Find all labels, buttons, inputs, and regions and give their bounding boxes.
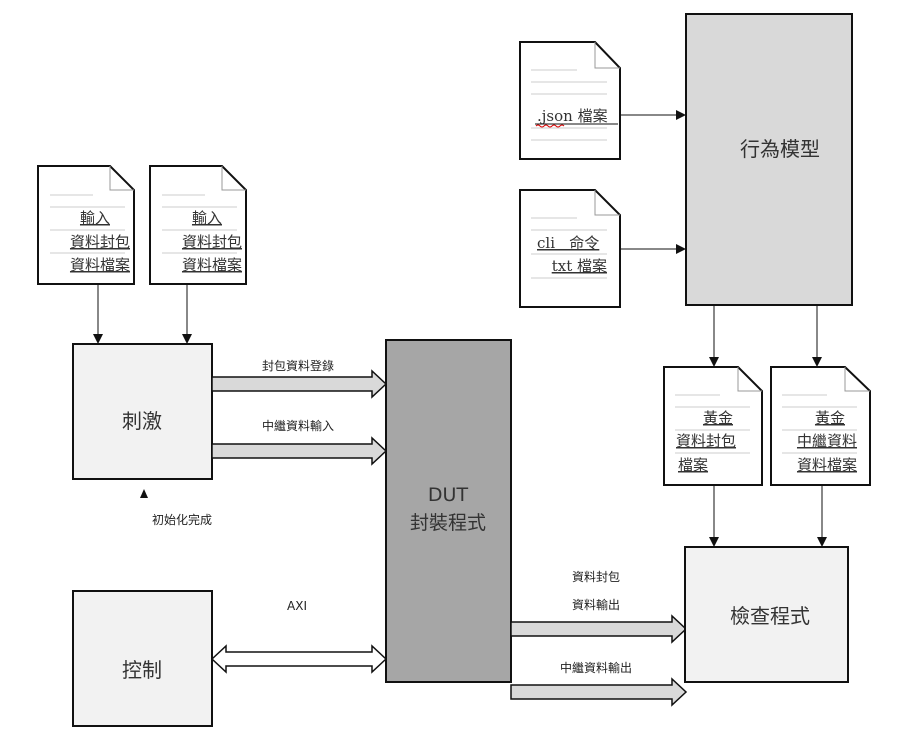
behavior-model-label: 行為模型 (740, 137, 820, 161)
init-done-label: 初始化完成 (152, 512, 212, 527)
behavior-model-block: 行為模型 (685, 13, 853, 306)
doc-line: 資料檔案 (797, 456, 857, 474)
packet-output-label-2: 資料輸出 (572, 597, 620, 612)
json-file-doc: .json 檔案 (519, 41, 621, 160)
control-label: 控制 (122, 658, 162, 682)
triangle-up-icon (140, 489, 148, 498)
input-packet-file-2: 輸入 資料封包 資料檔案 (149, 165, 247, 285)
packet-output-label-1: 資料封包 (572, 570, 620, 584)
doc-line: 黃金 (815, 409, 845, 427)
stimulus-label: 刺激 (122, 409, 162, 433)
doc-line: 資料檔案 (182, 256, 242, 274)
doc-line: 輸入 (80, 209, 110, 227)
bus-arrow-packet-output (510, 614, 688, 644)
dut-wrapper-label: 封裝程式 (410, 512, 486, 534)
doc-line: 資料封包 (676, 432, 736, 450)
json-file-label: .json 檔案 (537, 107, 608, 125)
doc-line: 檔案 (678, 456, 708, 474)
packet-register-label: 封包資料登錄 (262, 358, 334, 373)
dut-label: DUT (428, 484, 469, 506)
input-packet-file-1: 輸入 資料封包 資料檔案 (37, 165, 135, 285)
stimulus-block: 刺激 (72, 343, 213, 480)
relay-input-label: 中繼資料輸入 (262, 418, 334, 433)
checker-label: 檢查程式 (730, 604, 810, 628)
doc-line: 資料檔案 (70, 256, 130, 274)
bus-arrow-relay-output (510, 677, 688, 707)
doc-line: 中繼資料 (797, 432, 857, 450)
doc-line: 資料封包 (182, 233, 242, 251)
doc-line: 資料封包 (70, 233, 130, 251)
golden-packet-file-doc: 黃金 資料封包 檔案 (663, 366, 763, 486)
bus-arrow-relay-input (211, 436, 388, 466)
cli-command-label: cli 命令 (537, 234, 599, 252)
golden-relay-file-doc: 黃金 中繼資料 資料檔案 (770, 366, 871, 486)
doc-line: 黃金 (703, 409, 733, 427)
dut-wrapper-block: DUT 封裝程式 (385, 339, 512, 683)
control-block: 控制 (72, 590, 213, 727)
doc-line: 輸入 (192, 209, 222, 227)
checker-block: 檢查程式 (684, 546, 849, 683)
axi-label: AXI (287, 599, 307, 613)
cli-command-file-doc: cli 命令 txt 檔案 (519, 189, 621, 308)
relay-output-label: 中繼資料輸出 (560, 660, 632, 675)
axi-bidirectional-arrow (210, 644, 388, 674)
bus-arrow-packet-register (211, 369, 388, 399)
txt-file-label: txt 檔案 (552, 257, 607, 275)
